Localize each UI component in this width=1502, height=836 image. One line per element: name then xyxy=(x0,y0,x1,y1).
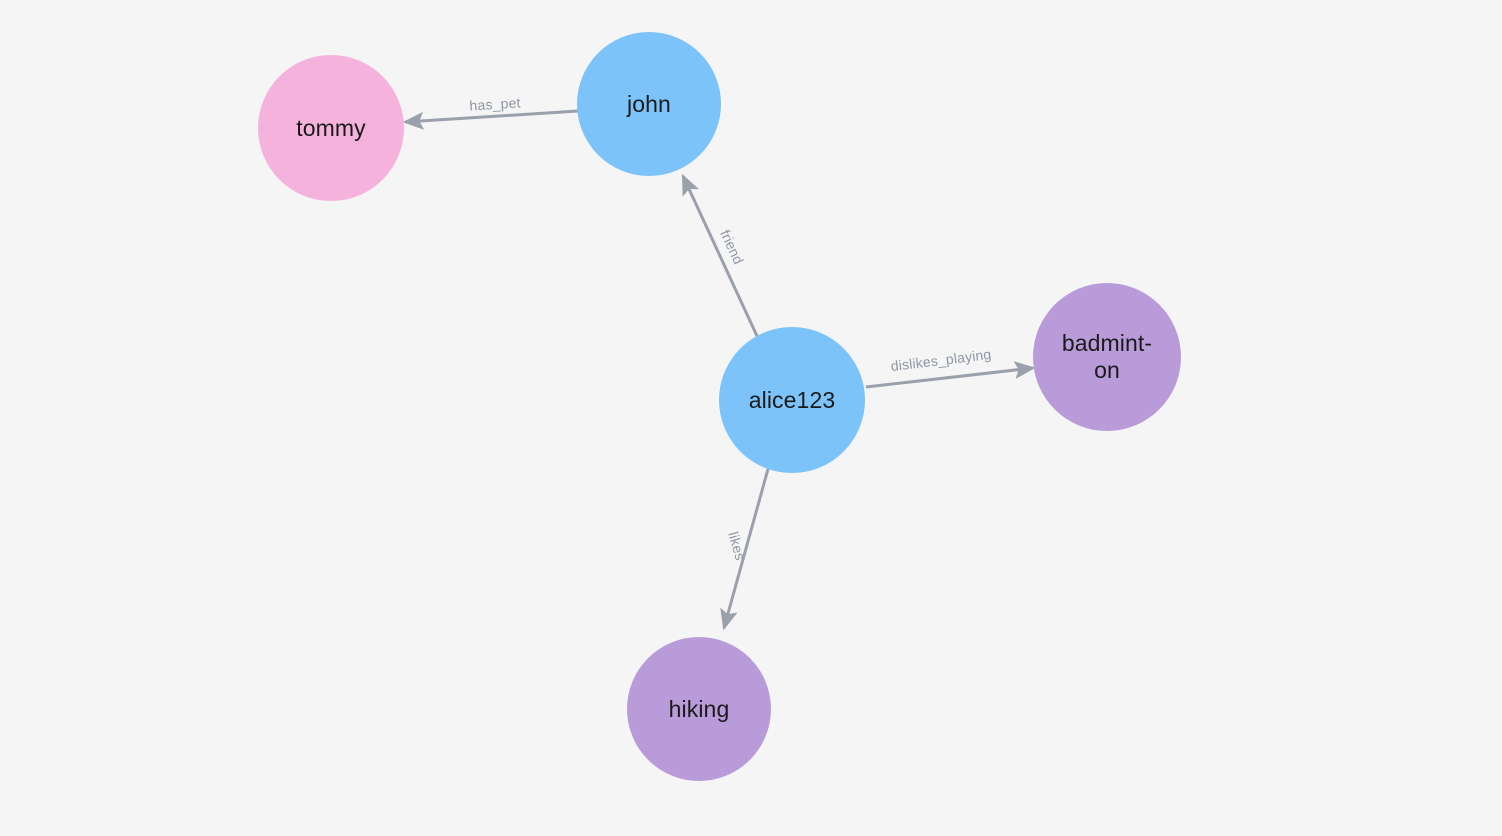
node-label: john xyxy=(627,90,671,117)
graph-edge[interactable] xyxy=(402,109,579,130)
graph-edge[interactable] xyxy=(681,173,759,337)
node-label: tommy xyxy=(296,114,366,141)
graph-node-hiking[interactable]: hiking xyxy=(627,637,771,781)
graph-node-john[interactable]: john xyxy=(577,32,721,176)
graph-node-badminton[interactable]: badmint- on xyxy=(1033,283,1181,431)
graph-edge[interactable] xyxy=(720,468,770,631)
node-label: alice123 xyxy=(748,386,836,413)
graph-node-alice123[interactable]: alice123 xyxy=(719,327,865,473)
node-label: badmint- on xyxy=(1061,330,1153,383)
edge-lines xyxy=(402,109,1036,631)
graph-node-tommy[interactable]: tommy xyxy=(258,55,404,201)
graph-edge[interactable] xyxy=(865,361,1036,389)
node-label: hiking xyxy=(668,695,730,722)
